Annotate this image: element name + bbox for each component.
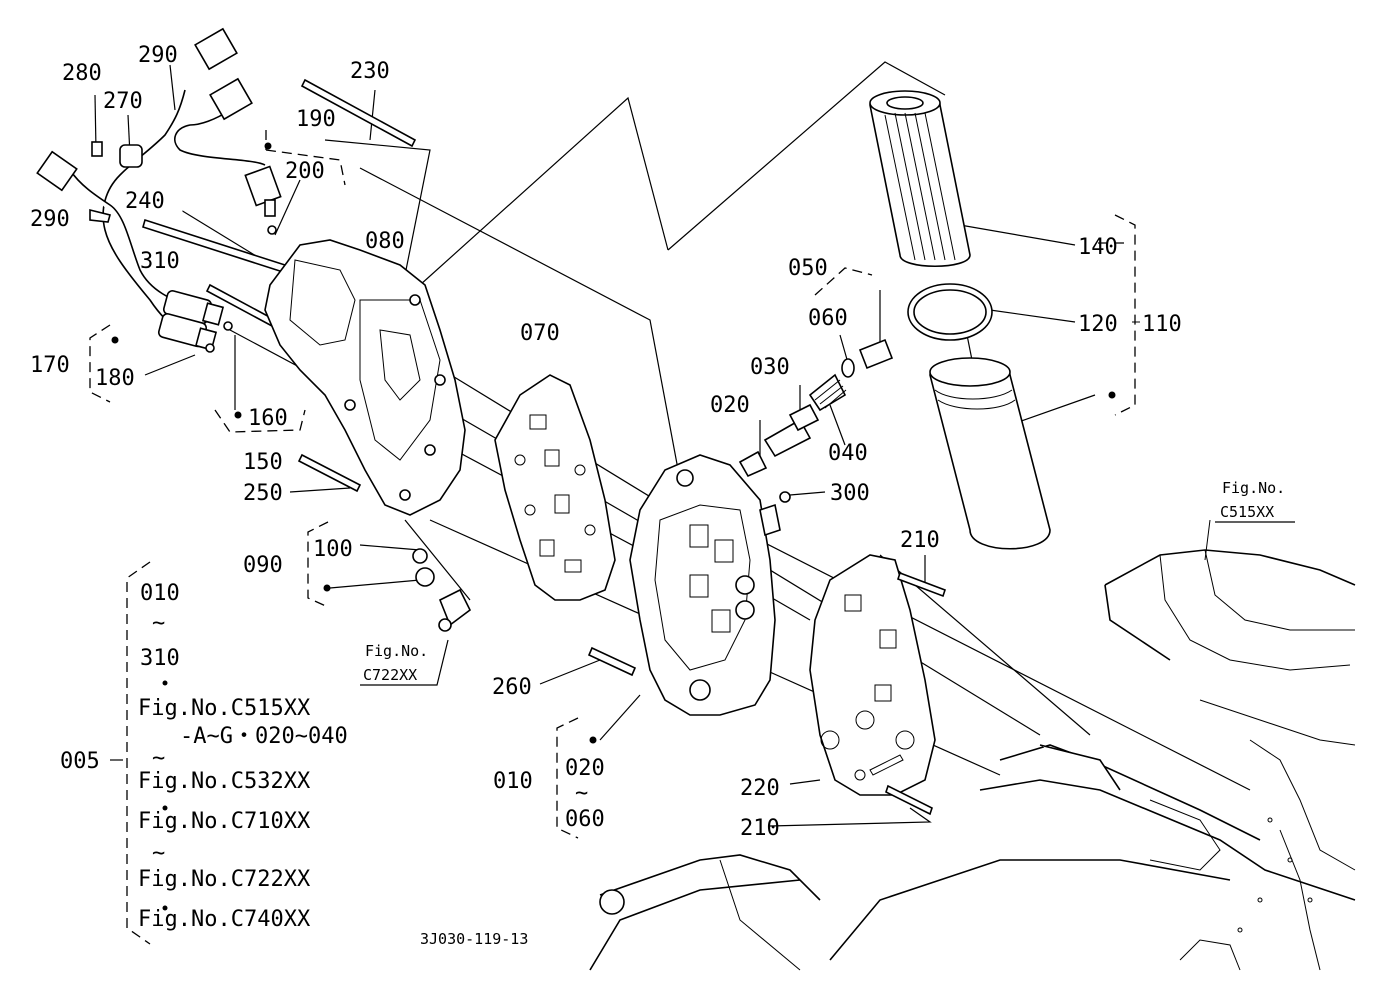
callout-290-left: 290 [30,207,70,232]
callout-160: 160 [248,406,288,431]
callout-010: 010 [493,769,533,794]
fig-ref-code-2: C515XX [1220,503,1274,521]
callout-220: 220 [740,776,780,801]
callout-020-range: 020 [565,756,605,781]
callout-270: 270 [103,89,143,114]
fig-ref-code-1: C722XX [363,666,417,684]
gasket-220 [809,554,936,796]
callout-060-range: 060 [565,807,605,832]
callout-120: 120 [1078,312,1118,337]
callout-060: 060 [808,306,848,331]
figure-references: Fig.No. C722XX Fig.No. C515XX [360,479,1295,686]
filter-assembly [869,90,1051,550]
callout-310: 310 [140,249,180,274]
assembly-line-3: 310 [140,646,180,671]
callout-210-top: 210 [900,528,940,553]
callout-260: 260 [492,675,532,700]
spool-group [738,338,894,503]
fig-ref-label-2: Fig.No. [1222,479,1285,497]
assembly-line-5: -A~G・020~040 [180,724,348,749]
assembly-line-2: ~ [152,611,165,636]
drawing-code: 3J030-119-13 [420,930,528,948]
assembly-list: 005 010 ~ 310 Fig.No.C515XX -A~G・020~040… [60,581,348,932]
assembly-line-4: Fig.No.C515XX [138,696,311,721]
callout-150: 150 [243,450,283,475]
callout-170: 170 [30,353,70,378]
callout-140: 140 [1078,235,1118,260]
callout-250: 250 [243,481,283,506]
callout-100: 100 [313,537,353,562]
callout-280: 280 [62,61,102,86]
assembly-line-6: ~ [152,746,165,771]
assembly-line-9: ~ [152,841,165,866]
callout-090: 090 [243,553,283,578]
valve-body-080 [264,239,466,516]
marker-dots [111,142,1116,911]
callout-110: 110 [1142,312,1182,337]
assembly-line-11: Fig.No.C740XX [138,907,311,932]
assembly-line-8: Fig.No.C710XX [138,809,311,834]
pins-bolts [412,548,947,816]
gasket-070 [494,374,616,601]
assembly-line-7: Fig.No.C532XX [138,769,311,794]
assembly-number: 005 [60,749,100,774]
callout-labels: 280 270 290 230 190 200 290 240 080 310 … [30,43,1182,841]
fig-ref-label-1: Fig.No. [365,642,428,660]
assembly-line-1: 010 [140,581,180,606]
transmission-housing [589,519,1356,971]
callout-040: 040 [828,441,868,466]
valve-body-010 [629,454,781,716]
callout-020: 020 [710,393,750,418]
callout-080: 080 [365,229,405,254]
callout-230: 230 [350,59,390,84]
callout-240: 240 [125,189,165,214]
callout-210-bottom: 210 [740,816,780,841]
callout-180: 180 [95,366,135,391]
solenoid-valves [142,78,417,493]
callout-070: 070 [520,321,560,346]
callout-030: 030 [750,355,790,380]
callout-050: 050 [788,256,828,281]
callout-300: 300 [830,481,870,506]
range-tilde: ~ [575,781,588,806]
callout-200: 200 [285,159,325,184]
assembly-line-10: Fig.No.C722XX [138,867,311,892]
wiring-harness [36,27,282,331]
callout-290-top: 290 [138,43,178,68]
callout-190: 190 [296,107,336,132]
